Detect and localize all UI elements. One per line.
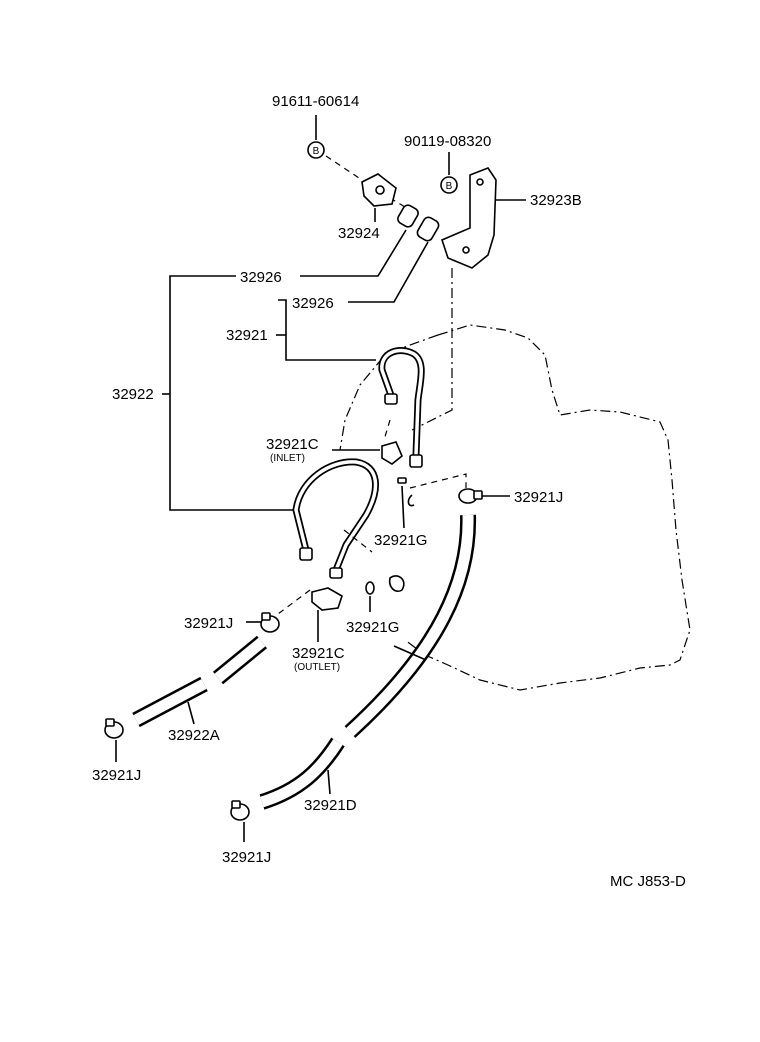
- label-90119-08320: 90119-08320: [404, 133, 491, 150]
- label-32926-inner: 32926: [292, 295, 334, 312]
- label-32921j-bottom: 32921J: [222, 849, 271, 866]
- bolt-bracket-mark: B: [446, 181, 453, 192]
- label-32921j-right: 32921J: [514, 489, 563, 506]
- label-32921c-inlet: 32921C: [266, 436, 319, 453]
- grommet-32926-b: [416, 216, 440, 242]
- label-outlet-note: (OUTLET): [294, 662, 340, 673]
- label-32921c-outlet: 32921C: [292, 645, 345, 662]
- tube-32921: [378, 347, 425, 468]
- label-inlet-note: (INLET): [270, 453, 305, 464]
- label-32921j-mid: 32921J: [184, 615, 233, 632]
- bracket-32923b: [441, 167, 497, 269]
- gasket-lower: [365, 575, 405, 595]
- label-32922a: 32922A: [168, 727, 220, 744]
- clamp-32924: [361, 173, 397, 207]
- gasket-upper: [397, 477, 415, 507]
- label-32924: 32924: [338, 225, 380, 242]
- grommet-32926-a: [397, 204, 419, 228]
- clip-bottom: [230, 800, 250, 821]
- clip-left-low: [104, 718, 124, 739]
- diagram-code: MC J853-D: [610, 873, 686, 890]
- clip-left-mid: [260, 612, 280, 633]
- union-inlet: [381, 441, 403, 465]
- transmission-outline: [339, 324, 691, 691]
- bolt-bracket: B: [440, 152, 458, 194]
- label-32921g-upper: 32921G: [374, 532, 427, 549]
- label-32921d: 32921D: [304, 797, 357, 814]
- label-32923b: 32923B: [530, 192, 582, 209]
- union-outlet: [311, 587, 343, 611]
- label-32921: 32921: [226, 327, 268, 344]
- clip-right: [458, 488, 483, 504]
- hose-32921d: [259, 514, 477, 810]
- label-32926-outer: 32926: [240, 269, 282, 286]
- label-32921g-lower: 32921G: [346, 619, 399, 636]
- bolt-top: B: [307, 115, 325, 159]
- label-32922: 32922: [112, 386, 154, 403]
- label-91611-60614: 91611-60614: [272, 93, 359, 110]
- hose-32922a: [132, 635, 268, 728]
- bolt-top-mark: B: [313, 146, 320, 157]
- label-32921j-low: 32921J: [92, 767, 141, 784]
- tube-32922: [292, 458, 379, 579]
